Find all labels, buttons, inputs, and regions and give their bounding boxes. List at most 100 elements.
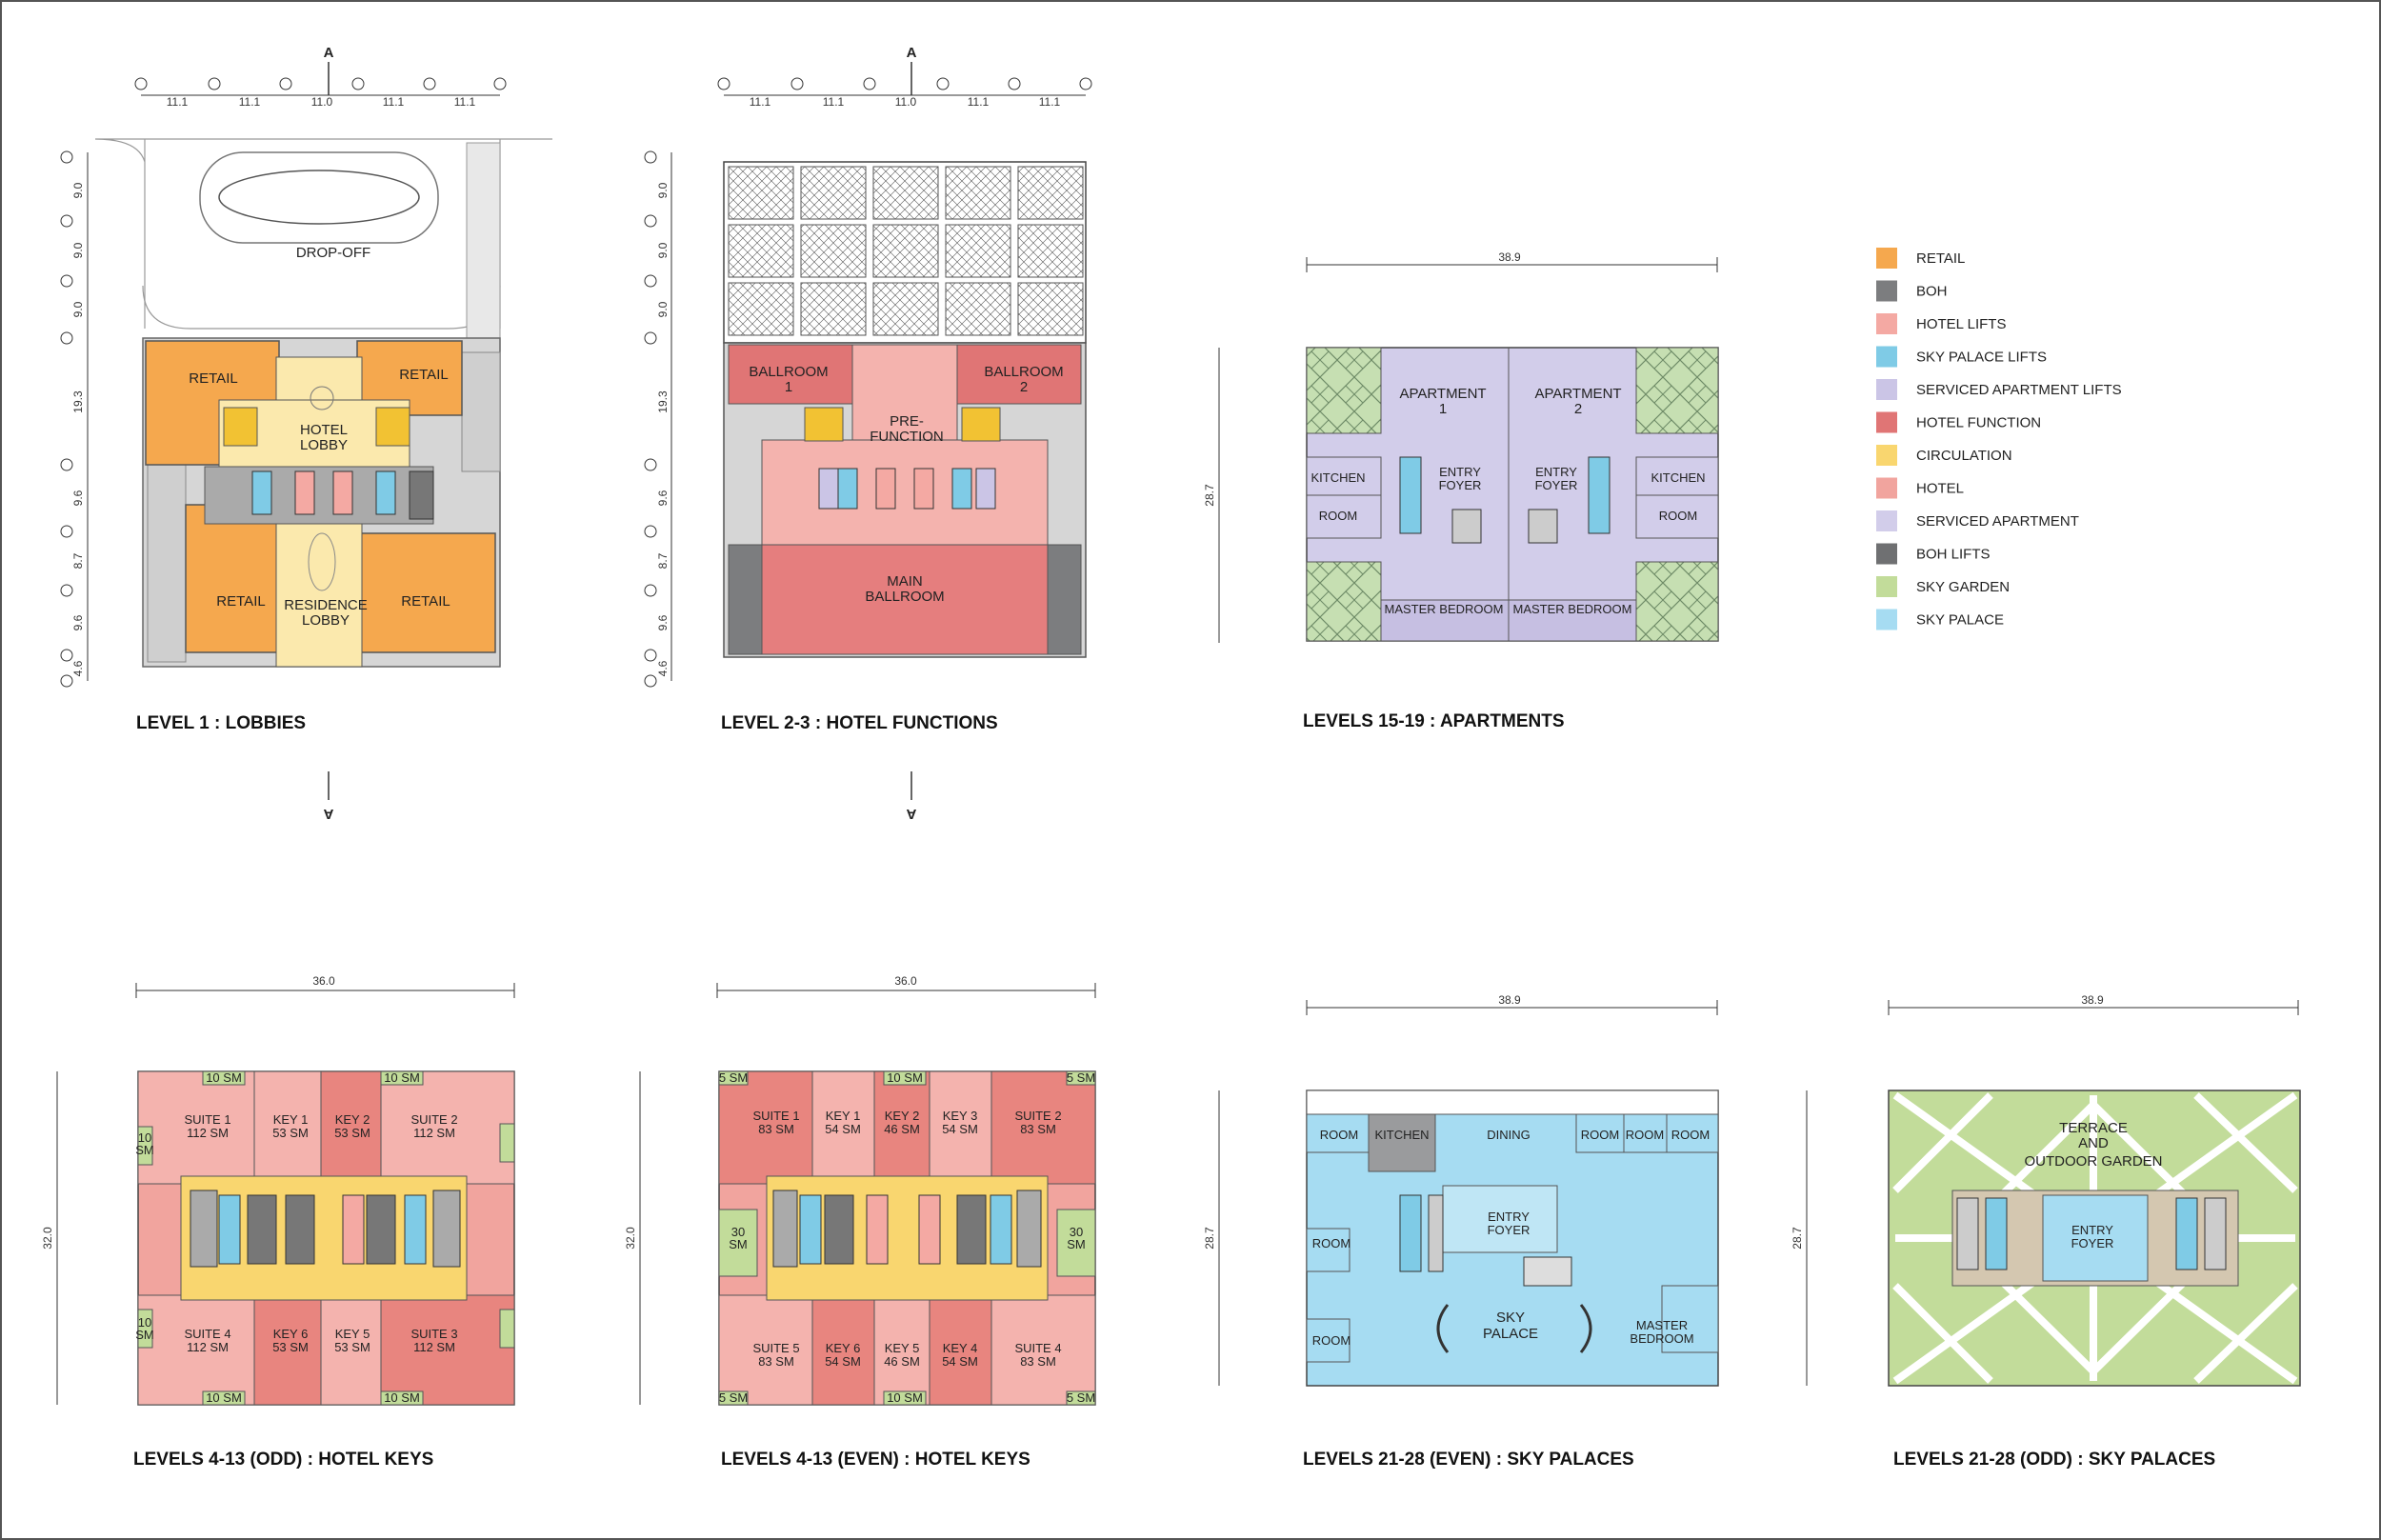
atrium-void-grid: [723, 161, 1087, 344]
room-label: KEY 3: [943, 1109, 978, 1123]
garden-label: SM: [1067, 1237, 1086, 1251]
plan-title: LEVELS 15-19 : APARTMENTS: [1303, 711, 1565, 731]
plan-levels-4-13-even: 36.0 32.0 5 SM 5: [624, 974, 1096, 1470]
section-marker: A: [906, 806, 916, 822]
room-area: 54 SM: [942, 1354, 978, 1369]
dropoff-label: DROP-OFF: [296, 245, 370, 261]
legend-label: RETAIL: [1916, 250, 1965, 267]
residence-lobby-label: RESIDENCE: [284, 597, 368, 613]
main-ballroom-label: MAIN: [887, 573, 923, 590]
row-dim: 8.7: [656, 552, 670, 569]
legend-label: SERVICED APARTMENT: [1916, 513, 2079, 530]
width-dim: 36.0: [894, 974, 917, 988]
room-label: KEY 6: [826, 1341, 861, 1355]
master-bedroom-label: MASTER BEDROOM: [1513, 602, 1632, 616]
legend-item: BOH: [1876, 280, 1948, 302]
room-area: 54 SM: [825, 1122, 861, 1136]
row-dim: 9.0: [656, 242, 670, 258]
legend-item: BOH LIFTS: [1876, 543, 1991, 565]
legend-swatch: [1876, 346, 1897, 368]
room-area: 46 SM: [884, 1354, 920, 1369]
entry-foyer-label: FOYER: [1488, 1223, 1531, 1237]
section-marker: A: [323, 806, 333, 822]
garden-label: 5 SM: [1067, 1070, 1095, 1085]
entry-foyer-label: ENTRY: [1488, 1210, 1530, 1224]
room-label: ROOM: [1626, 1128, 1664, 1142]
room-label: SUITE 1: [184, 1112, 230, 1127]
height-dim: 28.7: [1791, 1227, 1804, 1250]
garden-label: 10: [138, 1315, 151, 1330]
height-dim: 32.0: [624, 1227, 637, 1250]
room-label: SUITE 4: [1014, 1341, 1061, 1355]
row-dim: 4.6: [656, 660, 670, 676]
legend-item: HOTEL: [1876, 477, 1964, 499]
section-marker: A: [907, 45, 917, 61]
retail-sw: [185, 504, 282, 653]
room-area: 53 SM: [334, 1340, 370, 1354]
legend-swatch: [1876, 445, 1897, 466]
residence-lobby-label: LOBBY: [302, 612, 350, 629]
legend-item: SKY PALACE: [1876, 609, 2004, 630]
legend-label: BOH LIFTS: [1916, 547, 1991, 563]
garden-label: 10 SM: [384, 1390, 420, 1405]
legend-item: SKY GARDEN: [1876, 576, 2010, 597]
legend-swatch: [1876, 280, 1897, 302]
entry-foyer-label: ENTRY: [1535, 465, 1577, 479]
room-label: SUITE 3: [410, 1327, 457, 1341]
room-label: SUITE 5: [752, 1341, 799, 1355]
room-area: 53 SM: [272, 1126, 309, 1140]
garden-label: 10 SM: [384, 1070, 420, 1085]
legend-item: SKY PALACE LIFTS: [1876, 346, 2047, 368]
legend-label: SKY PALACE LIFTS: [1916, 350, 2047, 366]
height-dim: 28.7: [1203, 1227, 1216, 1250]
row-dim: 9.6: [656, 490, 670, 506]
entry-foyer-label: FOYER: [2071, 1236, 2114, 1250]
room-label: ROOM: [1312, 1236, 1351, 1250]
room-label: KEY 1: [273, 1112, 309, 1127]
room-area: 83 SM: [758, 1354, 794, 1369]
room-area: 112 SM: [187, 1126, 229, 1140]
grid-bubbles-left: [644, 150, 657, 688]
main-ballroom-label: BALLROOM: [865, 589, 944, 605]
plan-levels-21-28-even: 38.9 28.7 ROOM KITCHEN DINING ROOM ROOM …: [1203, 993, 1719, 1470]
plan-title: LEVELS 21-28 (EVEN) : SKY PALACES: [1303, 1450, 1634, 1470]
room-label: SUITE 4: [184, 1327, 230, 1341]
legend-item: SERVICED APARTMENT: [1876, 510, 2079, 531]
grid-bubbles-top: [134, 77, 507, 90]
room-label: KEY 6: [273, 1327, 309, 1341]
row-dim: 9.0: [656, 301, 670, 317]
room-label: ROOM: [1659, 509, 1697, 523]
grid-dim: 11.0: [895, 95, 917, 109]
room-area: 112 SM: [187, 1340, 229, 1354]
room-area: 112 SM: [413, 1126, 455, 1140]
retail-label: RETAIL: [401, 593, 450, 610]
sky-palace-label: PALACE: [1483, 1326, 1538, 1342]
master-bedroom-label: MASTER: [1636, 1318, 1688, 1332]
legend-label: BOH: [1916, 284, 1948, 300]
grid-dim: 11.1: [823, 95, 845, 109]
legend-label: HOTEL FUNCTION: [1916, 415, 2041, 431]
entry-foyer-label: FOYER: [1439, 478, 1482, 492]
grid-dim: 11.1: [454, 95, 476, 109]
kitchen-label: KITCHEN: [1311, 470, 1365, 485]
row-dim: 9.0: [71, 301, 85, 317]
ballroom-1-label: BALLROOM: [749, 364, 828, 380]
legend-label: CIRCULATION: [1916, 448, 2012, 464]
legend-swatch: [1876, 248, 1897, 269]
plan-level-1: 11.1 11.1 11.0 11.1 11.1 A 9.0 9.0 9.0 1…: [60, 45, 552, 822]
plan-title: LEVELS 4-13 (ODD) : HOTEL KEYS: [133, 1450, 433, 1470]
room-label: KEY 2: [885, 1109, 920, 1123]
room-area: 54 SM: [942, 1122, 978, 1136]
garden-label: 5 SM: [719, 1070, 748, 1085]
legend-label: HOTEL: [1916, 481, 1964, 497]
legend-item: CIRCULATION: [1876, 445, 2012, 466]
room-label: ROOM: [1319, 509, 1357, 523]
legend-swatch: [1876, 510, 1897, 531]
parking-left: [147, 456, 187, 663]
hotel-lobby-label: LOBBY: [300, 437, 348, 453]
escalator: [375, 407, 410, 447]
terrace-label: TERRACE: [2059, 1120, 2128, 1136]
garden-label: SM: [135, 1328, 154, 1342]
apartment-1-label: APARTMENT: [1399, 386, 1486, 402]
